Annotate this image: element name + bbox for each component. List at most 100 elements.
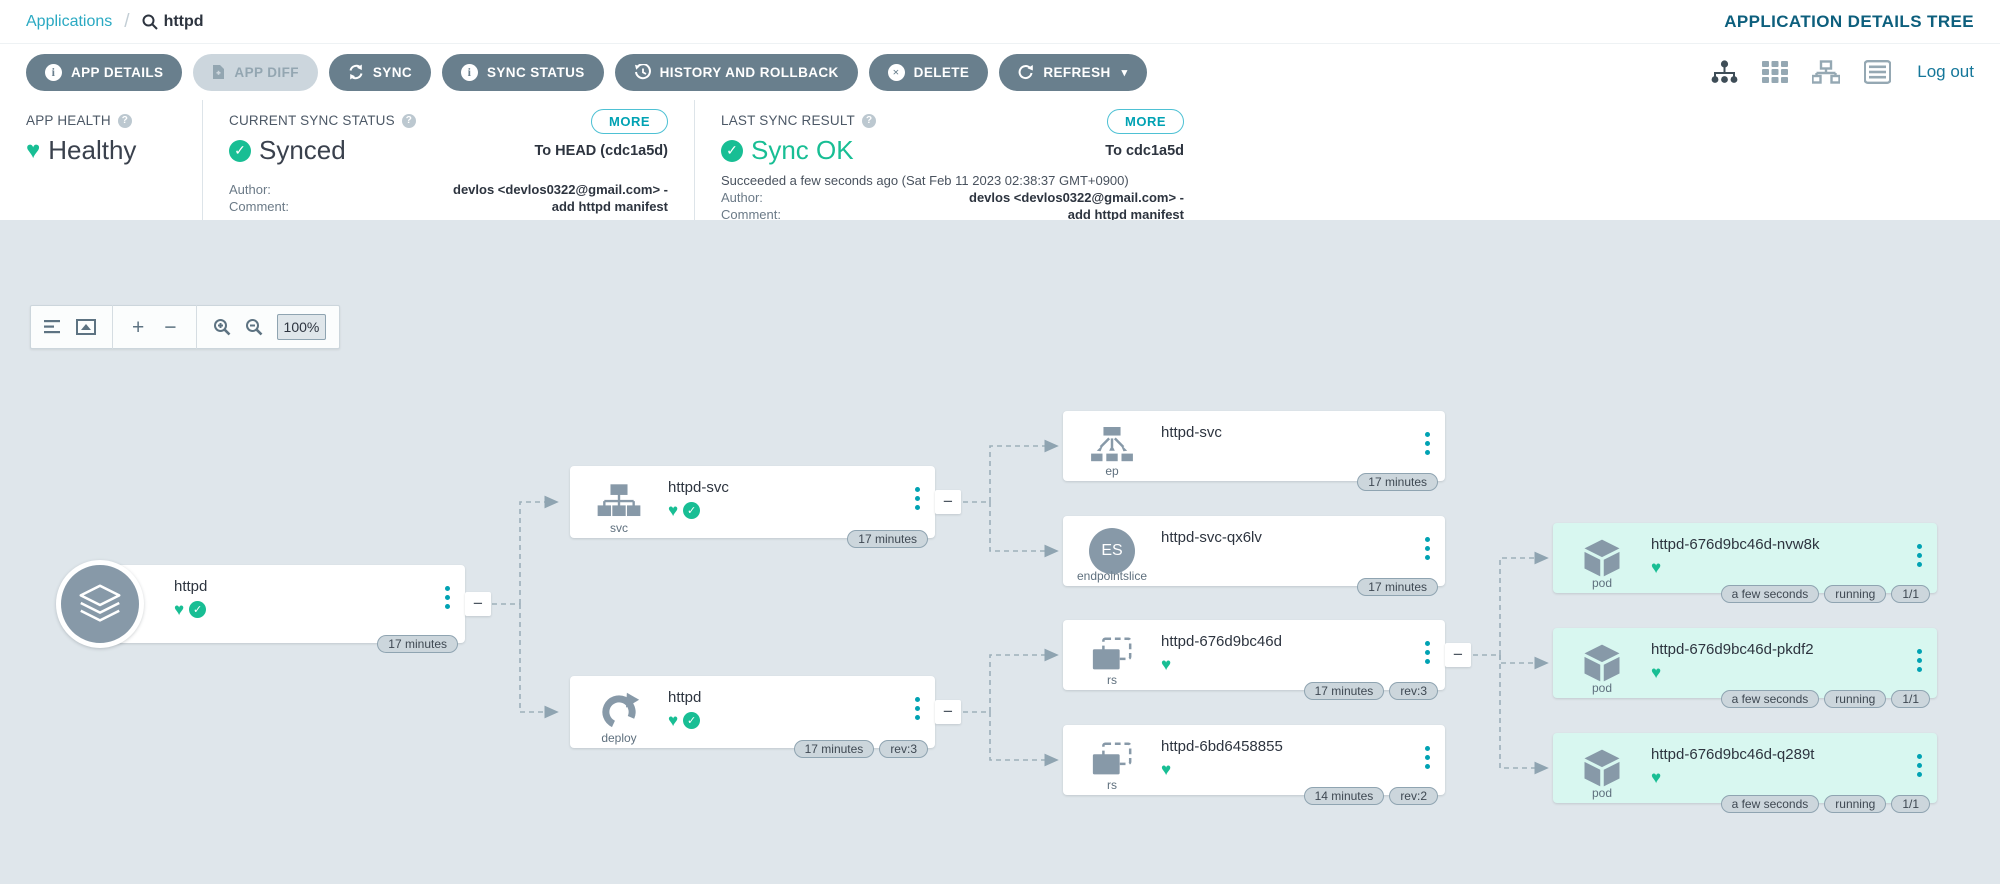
node-menu-button[interactable] [1425,537,1430,560]
last-sync-more-button[interactable]: MORE [1107,109,1184,134]
magnifier-minus-icon[interactable] [245,318,263,336]
node-menu-button[interactable] [1425,432,1430,455]
replicaset-icon [1092,637,1132,670]
divider [195,305,197,349]
page-title: APPLICATION DETAILS TREE [1724,11,1974,31]
zoom-out-minus-icon[interactable]: − [164,315,177,339]
app-diff-button[interactable]: APP DIFF [193,53,318,91]
ready-badge: 1/1 [1891,690,1930,708]
app-details-button[interactable]: i APP DETAILS [26,53,183,91]
node-name: httpd-svc [668,479,729,496]
node-endpoints-httpd-svc[interactable]: ep httpd-svc 17 minutes [1063,411,1445,491]
collapse-button[interactable]: − [935,700,961,724]
refresh-icon [1018,65,1034,80]
help-icon[interactable]: ? [401,113,416,128]
last-sync-label: LAST SYNC RESULT [721,113,855,128]
pod-icon [1584,644,1620,682]
app-name: httpd [163,12,204,30]
node-name: httpd-676d9bc46d-q289t [1651,746,1815,763]
file-diff-icon [213,65,225,79]
tree-view-icon[interactable] [1711,60,1738,84]
pod-icon [1584,749,1620,787]
node-endpointslice-httpd-svc-qx6lv[interactable]: ES endpointslice httpd-svc-qx6lv 17 minu… [1063,516,1445,596]
endpointslice-icon: ES [1089,528,1135,574]
node-name: httpd [668,689,702,706]
help-icon[interactable]: ? [862,113,876,128]
node-pod-httpd-676d9bc46d-pkdf2[interactable]: pod httpd-676d9bc46d-pkdf2 ♥ a few secon… [1553,628,1937,708]
node-menu-button[interactable] [1425,746,1430,769]
service-icon [597,484,641,517]
collapse-button[interactable]: − [935,490,961,514]
list-view-icon[interactable] [1864,60,1892,84]
node-pod-httpd-676d9bc46d-q289t[interactable]: pod httpd-676d9bc46d-q289t ♥ a few secon… [1553,733,1937,813]
author-label: Author: [721,190,763,205]
node-menu-button[interactable] [915,697,920,720]
app-search[interactable]: httpd [142,13,204,31]
zoom-in-plus-icon[interactable]: + [132,315,145,339]
collapse-button[interactable]: − [465,592,491,616]
breadcrumb-applications-link[interactable]: Applications [26,12,113,30]
healthy-heart-icon: ♥ [668,500,679,520]
refresh-button[interactable]: REFRESH ▾ [999,53,1147,91]
node-service-httpd-svc[interactable]: svc httpd-svc ♥ ✓ 17 minutes − [570,466,961,548]
collapse-button[interactable]: − [1445,643,1471,667]
kind-label: pod [1591,576,1613,590]
app-health-value: Healthy [48,135,137,165]
fit-to-screen-icon[interactable] [76,319,96,335]
sync-ok-check-icon: ✓ [721,139,743,162]
node-name: httpd-6bd6458855 [1161,738,1283,755]
app-health-panel: APP HEALTH ? ♥ Healthy [0,100,202,220]
history-rollback-button[interactable]: HISTORY AND ROLLBACK [614,53,858,91]
healthy-heart-icon: ♥ [1651,767,1662,787]
kind-label: pod [1591,681,1613,695]
x-circle-icon: × [887,63,905,81]
synced-check-icon: ✓ [683,711,701,729]
current-sync-label: CURRENT SYNC STATUS [229,113,395,128]
app-health-label: APP HEALTH [26,113,111,128]
layout-icon[interactable] [44,319,62,335]
sync-status-button[interactable]: i SYNC STATUS [442,53,604,91]
node-deployment-httpd[interactable]: deploy httpd ♥ ✓ 17 minutes rev:3 − [570,676,961,758]
revision-badge: rev:2 [1389,787,1438,805]
node-replicaset-httpd-6bd6458855[interactable]: rs httpd-6bd6458855 ♥ 14 minutes rev:2 [1063,725,1445,805]
node-menu-button[interactable] [1917,649,1922,672]
kind-label: rs [1107,778,1117,792]
help-icon[interactable]: ? [117,113,132,128]
node-application-httpd[interactable]: httpd ♥ ✓ 17 minutes − [56,560,491,653]
kind-label: deploy [601,731,637,745]
synced-check-icon: ✓ [683,501,701,519]
last-sync-value: Sync OK [751,135,854,165]
breadcrumb: Applications / httpd [26,11,204,33]
resource-tree-canvas[interactable]: + − 100% httpd ♥ ✓ 17 minutes − svc http… [0,220,2000,884]
healthy-heart-icon: ♥ [1651,557,1662,577]
delete-button[interactable]: × DELETE [868,53,989,91]
node-menu-button[interactable] [1917,754,1922,777]
node-pod-httpd-676d9bc46d-nvw8k[interactable]: pod httpd-676d9bc46d-nvw8k ♥ a few secon… [1553,523,1937,603]
sync-more-button[interactable]: MORE [591,109,668,134]
grid-view-icon[interactable] [1762,60,1789,84]
age-badge: 17 minutes [377,635,458,653]
age-badge: 17 minutes [1357,473,1438,491]
phase-badge: running [1824,795,1887,813]
sync-button[interactable]: SYNC [328,53,431,91]
age-badge: a few seconds [1720,585,1820,603]
network-view-icon[interactable] [1812,60,1841,84]
magnifier-plus-icon[interactable] [213,318,231,336]
phase-badge: running [1824,585,1887,603]
zoom-level-input[interactable]: 100% [276,314,327,340]
node-menu-button[interactable] [915,487,920,510]
node-name: httpd [174,578,208,595]
node-menu-button[interactable] [1425,641,1430,664]
healthy-heart-icon: ♥ [1651,662,1662,682]
kind-label: ep [1105,464,1119,478]
comment-value: add httpd manifest [551,199,668,214]
top-bar: Applications / httpd APPLICATION DETAILS… [0,0,2000,44]
kind-label: pod [1591,786,1613,800]
search-icon [142,14,158,30]
node-menu-button[interactable] [1917,544,1922,567]
node-replicaset-httpd-676d9bc46d[interactable]: rs httpd-676d9bc46d ♥ 17 minutes rev:3 − [1063,620,1471,700]
history-icon [634,64,651,80]
logout-link[interactable]: Log out [1917,62,1974,81]
node-menu-button[interactable] [445,586,450,609]
age-badge: 17 minutes [847,530,928,548]
